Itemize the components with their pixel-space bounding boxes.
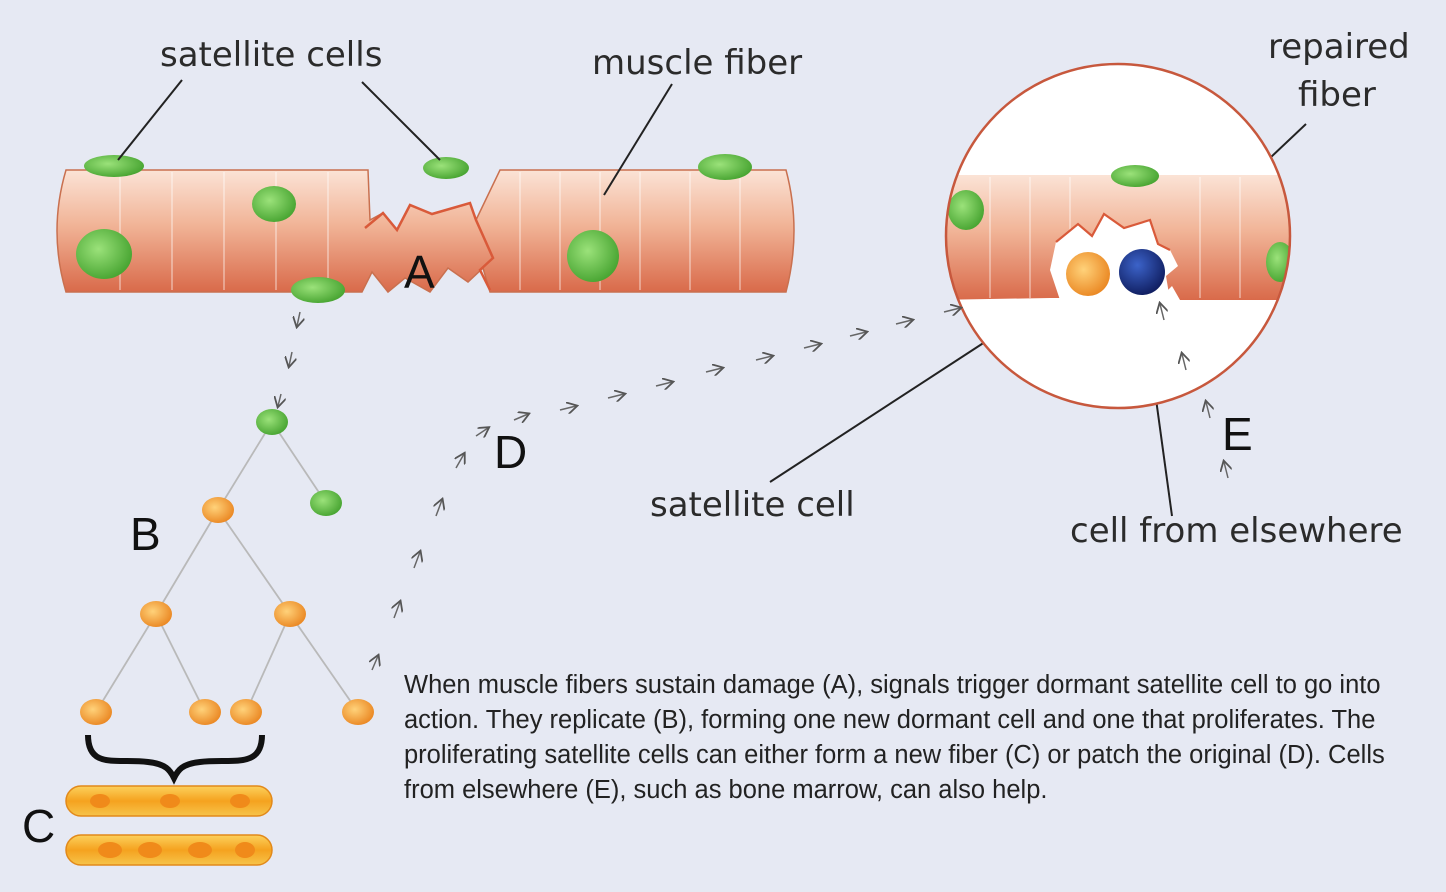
proliferating-cell <box>80 699 112 725</box>
label-repaired-line2: fiber <box>1298 75 1376 115</box>
dormant-cell <box>310 490 342 516</box>
proliferating-cell <box>274 601 306 627</box>
brace <box>85 734 265 785</box>
stage-letter-a: A <box>404 246 435 298</box>
satellite-cells-group <box>76 154 752 303</box>
label-satellite-cells: satellite cells <box>160 35 382 75</box>
repaired-fiber-inset <box>944 62 1292 410</box>
proliferating-cell <box>202 497 234 523</box>
satellite-cell <box>256 409 288 435</box>
damage-site <box>364 201 495 291</box>
satellite-cell <box>84 155 144 177</box>
satellite-cell <box>567 230 619 282</box>
proliferating-cell <box>230 699 262 725</box>
stage-letter-d: D <box>494 426 527 478</box>
satellite-cell <box>76 229 132 279</box>
satellite-cell <box>291 277 345 303</box>
proliferating-cell <box>189 699 221 725</box>
label-muscle-fiber: muscle fiber <box>592 43 802 83</box>
satellite-cell <box>252 186 296 222</box>
proliferating-cell <box>342 699 374 725</box>
stage-letter-e: E <box>1222 408 1253 460</box>
satellite-cell-patch <box>1066 252 1110 296</box>
outside-cell <box>1119 249 1165 295</box>
stage-letter-b: B <box>130 508 161 560</box>
label-repaired-line1: repaired <box>1268 27 1410 67</box>
tree-cells <box>80 409 374 725</box>
patch-arrows <box>372 308 960 671</box>
division-tree <box>95 421 359 713</box>
label-cell-from-elsewhere: cell from elsewhere <box>1070 511 1403 551</box>
elsewhere-arrows <box>1160 304 1228 479</box>
stage-letter-c: C <box>22 800 55 852</box>
label-satellite-cell: satellite cell <box>650 485 855 525</box>
satellite-cell <box>698 154 752 180</box>
diagram-caption: When muscle fibers sustain damage (A), s… <box>404 671 1385 804</box>
migration-arrows-down <box>278 311 300 406</box>
new-fibers <box>65 785 273 866</box>
satellite-cell <box>423 157 469 179</box>
proliferating-cell <box>140 601 172 627</box>
